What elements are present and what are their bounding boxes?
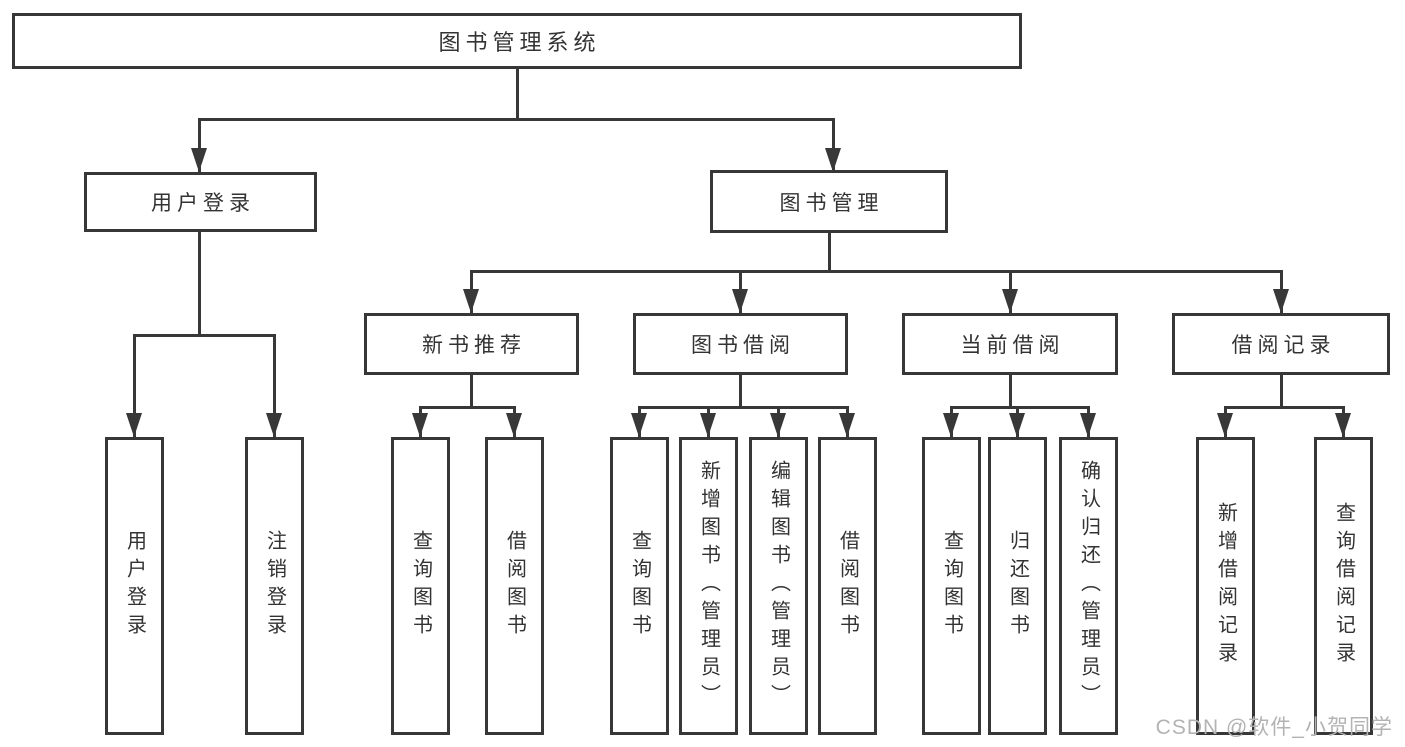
arrow-down-icon	[943, 413, 959, 437]
arrow-down-icon	[463, 289, 479, 313]
arrow-down-icon	[631, 413, 647, 437]
leaf-query-books-2: 查询图书	[610, 437, 669, 735]
connector-root-stem	[516, 69, 519, 120]
connector-login-rail	[133, 334, 276, 337]
leaf-confirm-return-admin: 确认归还（管理员）	[1059, 437, 1118, 735]
node-current-borrowing: 当前借阅	[902, 313, 1118, 375]
arrow-down-icon	[191, 148, 207, 172]
connector-stem-current-borrow	[1009, 374, 1012, 409]
leaf-user-login: 用户登录	[105, 437, 164, 735]
arrow-down-icon	[412, 413, 428, 437]
arrow-down-icon	[770, 413, 786, 437]
connector-login-stem	[198, 232, 201, 336]
connector-rail-current-borrow	[950, 406, 1090, 409]
node-book-management-system: 图书管理系统	[12, 13, 1022, 69]
leaf-query-books-1: 查询图书	[391, 437, 450, 735]
connector-rail-borrow-records	[1224, 406, 1345, 409]
connector-level3-rail	[470, 270, 1282, 273]
arrow-down-icon	[1009, 413, 1025, 437]
node-new-book-recommendation: 新书推荐	[364, 313, 579, 375]
arrow-down-icon	[732, 289, 748, 313]
leaf-query-borrow-record: 查询借阅记录	[1314, 437, 1373, 735]
arrow-down-icon	[839, 413, 855, 437]
leaf-query-books-3: 查询图书	[922, 437, 981, 735]
connector-mgmt-stem	[828, 233, 831, 273]
connector-rail-new-book	[419, 406, 516, 409]
node-book-management: 图书管理	[710, 170, 948, 233]
leaf-add-borrow-record: 新增借阅记录	[1196, 437, 1255, 735]
connector-stub-book-management	[832, 118, 835, 172]
connector-rail-book-borrow	[638, 406, 849, 409]
connector-stem-borrow-records	[1280, 374, 1283, 409]
connector-stub-user-login	[198, 118, 201, 172]
connector-stub-leaf-logout	[273, 334, 276, 437]
arrow-down-icon	[1080, 413, 1096, 437]
leaf-return-books: 归还图书	[988, 437, 1047, 735]
leaf-logout: 注销登录	[245, 437, 304, 735]
arrow-down-icon	[506, 413, 522, 437]
connector-stem-new-book	[470, 374, 473, 409]
leaf-borrow-books-1: 借阅图书	[485, 437, 544, 735]
connector-stem-book-borrow	[739, 374, 742, 409]
arrow-down-icon	[1217, 413, 1233, 437]
leaf-borrow-books-2: 借阅图书	[818, 437, 877, 735]
node-user-login: 用户登录	[84, 172, 317, 232]
arrow-down-icon	[700, 413, 716, 437]
node-book-borrowing: 图书借阅	[633, 313, 848, 375]
leaf-add-book-admin: 新增图书（管理员）	[679, 437, 738, 735]
arrow-down-icon	[1002, 289, 1018, 313]
connector-stub-leaf-user-login	[133, 334, 136, 437]
arrow-down-icon	[126, 413, 142, 437]
arrow-down-icon	[825, 148, 841, 172]
connector-level2-rail	[198, 118, 835, 121]
leaf-edit-book-admin: 编辑图书（管理员）	[749, 437, 808, 735]
arrow-down-icon	[1273, 289, 1289, 313]
arrow-down-icon	[1335, 413, 1351, 437]
arrow-down-icon	[266, 413, 282, 437]
node-borrowing-records: 借阅记录	[1172, 313, 1390, 375]
